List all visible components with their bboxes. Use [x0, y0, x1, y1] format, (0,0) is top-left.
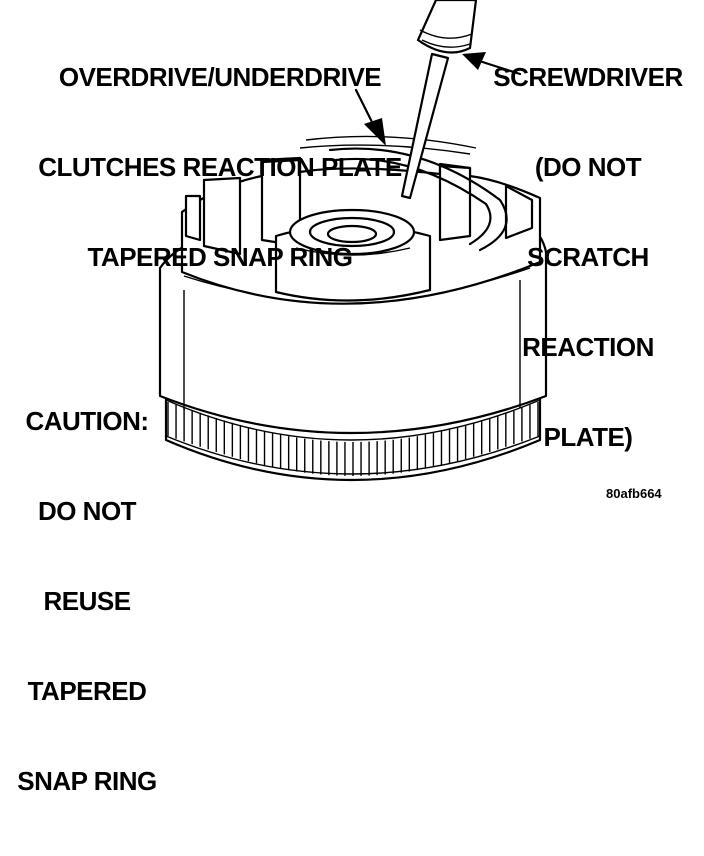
callout-line: PLATE) — [543, 422, 633, 452]
callout-line: (DO NOT — [534, 152, 642, 182]
figure-id: 80afb664 — [606, 486, 662, 501]
clutch-drum-drawing — [158, 0, 548, 482]
transmission-clutch-illustration: OVERDRIVE/UNDERDRIVE CLUTCHES REACTION P… — [17, 0, 684, 796]
center-hub — [274, 208, 432, 302]
callout-line: REACTION — [522, 332, 654, 362]
callout-line: SNAP RING — [17, 766, 157, 796]
callout-line: OVERDRIVE/UNDERDRIVE — [58, 62, 382, 92]
callout-line: DO NOT — [37, 496, 137, 526]
callout-line: TAPERED SNAP RING — [87, 242, 353, 272]
callout-line: TAPERED — [27, 676, 147, 706]
tapered-snap-ring — [328, 147, 508, 252]
screwdriver-callout: SCREWDRIVER (DO NOT SCRATCH REACTION PLA… — [478, 2, 698, 512]
callout-line: CLUTCHES REACTION PLATE — [38, 152, 402, 182]
callout-line: REUSE — [43, 586, 131, 616]
callout-line: SCRATCH — [527, 242, 649, 272]
drum-splined-ring — [164, 390, 542, 482]
caution-callout: CAUTION: DO NOT REUSE TAPERED SNAP RING — [4, 346, 170, 856]
leader-arrows — [354, 52, 522, 146]
callout-line: SCREWDRIVER — [493, 62, 683, 92]
callout-line: CAUTION: — [25, 406, 149, 436]
snap-ring-callout: OVERDRIVE/UNDERDRIVE CLUTCHES REACTION P… — [24, 2, 416, 332]
screwdriver — [400, 0, 478, 200]
